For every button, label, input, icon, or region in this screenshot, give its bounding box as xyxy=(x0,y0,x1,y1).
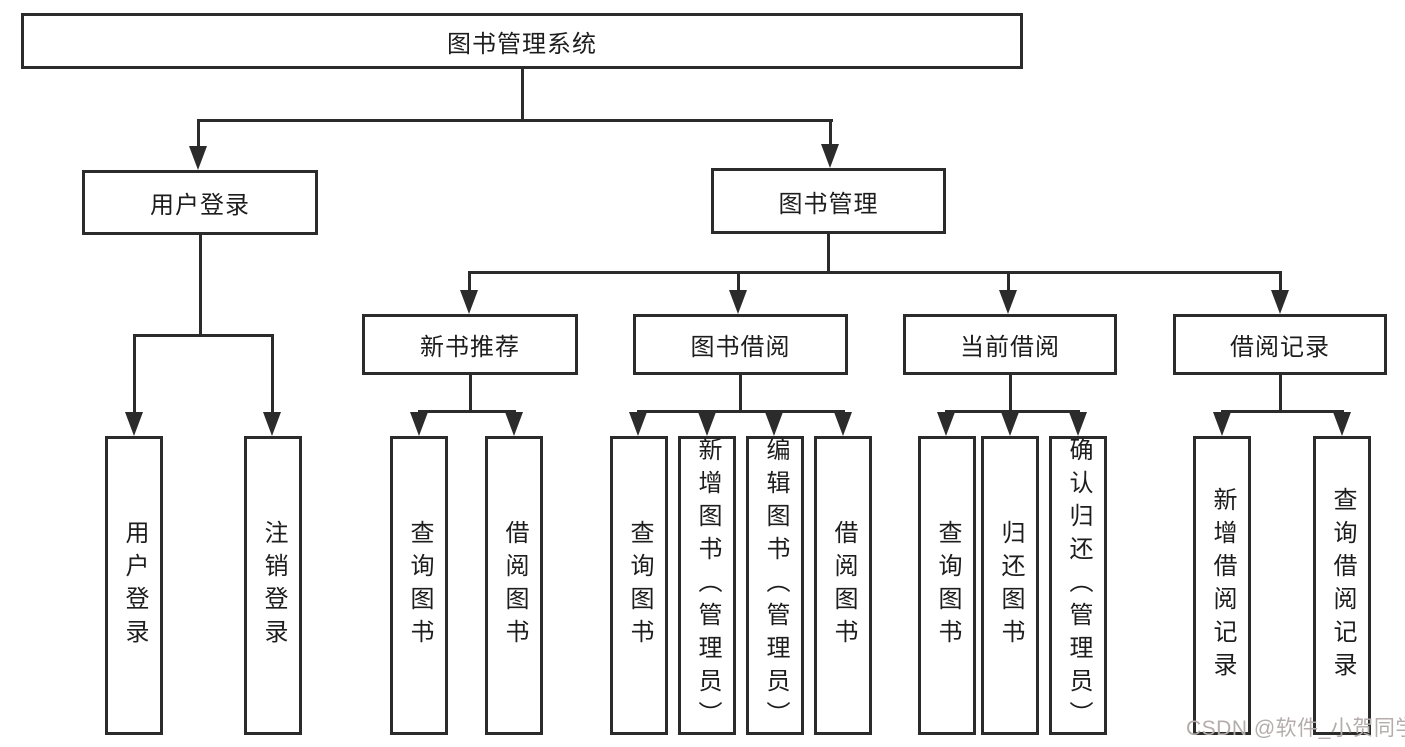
connector-line xyxy=(133,334,136,416)
connector-line xyxy=(271,334,274,416)
connector-line xyxy=(1279,271,1282,294)
leaf-logout: 注销登录 xyxy=(244,436,302,735)
node-root-system: 图书管理系统 xyxy=(21,13,1023,69)
arrow-down-icon xyxy=(263,412,281,436)
arrow-down-icon xyxy=(698,412,716,436)
arrow-down-icon xyxy=(1213,412,1231,436)
node-book-borrow: 图书借阅 xyxy=(633,314,848,375)
connector-line xyxy=(133,334,273,337)
connector-line xyxy=(737,271,740,294)
leaf-query-borrow-record: 查询借阅记录 xyxy=(1313,436,1371,735)
arrow-down-icon xyxy=(937,412,955,436)
connector-line xyxy=(637,410,845,413)
arrow-down-icon xyxy=(410,412,428,436)
connector-line xyxy=(199,235,202,336)
connector-line xyxy=(197,119,200,150)
arrow-down-icon xyxy=(505,412,523,436)
node-new-book-recommend: 新书推荐 xyxy=(362,314,578,375)
leaf-borrow-books: 借阅图书 xyxy=(814,436,872,735)
connector-line xyxy=(1221,410,1344,413)
leaf-query-books-current: 查询图书 xyxy=(918,436,976,735)
arrow-down-icon xyxy=(729,290,747,314)
arrow-down-icon xyxy=(460,290,478,314)
connector-line xyxy=(197,119,833,122)
leaf-query-books-recommend: 查询图书 xyxy=(390,436,448,735)
connector-line xyxy=(469,375,472,413)
connector-line xyxy=(468,271,471,294)
connector-line xyxy=(1007,271,1010,294)
connector-line xyxy=(468,271,1282,274)
arrow-down-icon xyxy=(1001,412,1019,436)
arrow-down-icon xyxy=(1271,290,1289,314)
leaf-borrow-books-recommend: 借阅图书 xyxy=(485,436,543,735)
csdn-watermark: CSDN @软件_小贺同学 xyxy=(1186,717,1405,740)
arrow-down-icon xyxy=(821,144,839,168)
arrow-down-icon xyxy=(765,412,783,436)
arrow-down-icon xyxy=(125,412,143,436)
connector-line xyxy=(418,410,516,413)
connector-line xyxy=(827,234,830,274)
connector-line xyxy=(1009,375,1012,413)
connector-line xyxy=(829,119,832,148)
leaf-edit-books-admin: 编辑图书（管理员） xyxy=(746,436,804,735)
node-current-borrow: 当前借阅 xyxy=(903,314,1117,375)
arrow-down-icon xyxy=(999,290,1017,314)
node-user-login: 用户登录 xyxy=(82,170,318,235)
node-book-management: 图书管理 xyxy=(711,168,946,234)
leaf-add-books-admin: 新增图书（管理员） xyxy=(678,436,736,735)
connector-line xyxy=(739,375,742,413)
arrow-down-icon xyxy=(629,412,647,436)
leaf-confirm-return-admin: 确认归还（管理员） xyxy=(1049,436,1107,735)
arrow-down-icon xyxy=(189,146,207,170)
connector-line xyxy=(945,410,1079,413)
leaf-return-books: 归还图书 xyxy=(981,436,1039,735)
leaf-add-borrow-record: 新增借阅记录 xyxy=(1193,436,1251,735)
arrow-down-icon xyxy=(1069,412,1087,436)
connector-line xyxy=(1279,375,1282,413)
connector-line xyxy=(521,69,524,120)
arrow-down-icon xyxy=(834,412,852,436)
node-borrow-records: 借阅记录 xyxy=(1173,314,1387,375)
leaf-query-books-borrow: 查询图书 xyxy=(610,436,668,735)
leaf-user-login: 用户登录 xyxy=(105,436,163,735)
arrow-down-icon xyxy=(1333,412,1351,436)
